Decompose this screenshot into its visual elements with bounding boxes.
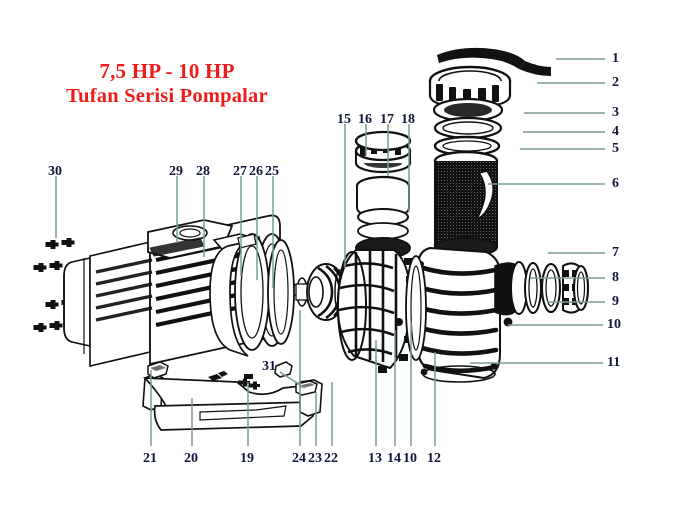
callout-number-20: 20 xyxy=(184,451,198,466)
strainer-basket xyxy=(433,150,499,257)
callout-number-25: 25 xyxy=(265,164,279,179)
callout-number-28: 28 xyxy=(196,164,210,179)
callout-number-7: 7 xyxy=(612,245,619,260)
strainer-lid-assembly xyxy=(428,47,551,157)
title-line-2: Tufan Serisi Pompalar xyxy=(66,85,268,108)
base-hardware xyxy=(208,361,293,390)
callout-number-26: 26 xyxy=(249,164,263,179)
callout-number-3: 3 xyxy=(612,105,619,120)
callout-number-15: 15 xyxy=(337,112,351,127)
leader-line-31 xyxy=(279,371,306,389)
callout-number-13: 13 xyxy=(368,451,382,466)
callout-number-23: 23 xyxy=(308,451,322,466)
callout-number-1: 1 xyxy=(612,51,619,66)
discharge-port-fittings xyxy=(494,261,590,327)
callout-number-9: 9 xyxy=(612,294,619,309)
callout-number-4: 4 xyxy=(612,124,619,139)
callout-number-16: 16 xyxy=(358,112,372,127)
mounting-base xyxy=(142,361,323,431)
diffuser-volute xyxy=(336,130,427,373)
callout-number-17: 17 xyxy=(380,112,394,127)
callout-number-8: 8 xyxy=(612,270,619,285)
title-line-1: 7,5 HP - 10 HP xyxy=(99,59,235,83)
seal-plate xyxy=(267,239,295,345)
callout-number-11: 11 xyxy=(607,355,621,370)
page-title: 7,5 HP - 10 HP Tufan Serisi Pompalar xyxy=(32,58,302,110)
callout-number-10: 10 xyxy=(607,317,621,332)
callout-number-21: 21 xyxy=(143,451,157,466)
motor-adapter-bracket xyxy=(209,233,270,357)
callout-number-29: 29 xyxy=(169,164,183,179)
callout-number-12: 12 xyxy=(427,451,441,466)
pump-housing xyxy=(417,246,501,383)
callout-number-5: 5 xyxy=(612,141,619,156)
callout-number-27: 27 xyxy=(233,164,247,179)
callout-number-24: 24 xyxy=(292,451,306,466)
leader-lines xyxy=(55,58,605,446)
callout-number-18: 18 xyxy=(401,112,415,127)
callout-number-30: 30 xyxy=(48,164,62,179)
callout-number-6: 6 xyxy=(612,176,619,191)
impeller xyxy=(306,263,346,321)
lid-wrench-handle xyxy=(437,47,551,76)
callout-number-22: 22 xyxy=(324,451,338,466)
lid-oring xyxy=(433,116,503,140)
callout-number-10: 10 xyxy=(403,451,417,466)
callout-number-19: 19 xyxy=(240,451,254,466)
callout-number-2: 2 xyxy=(612,75,619,90)
callout-number-31: 31 xyxy=(262,359,276,374)
callout-number-14: 14 xyxy=(387,451,401,466)
lid-seal xyxy=(432,97,504,123)
